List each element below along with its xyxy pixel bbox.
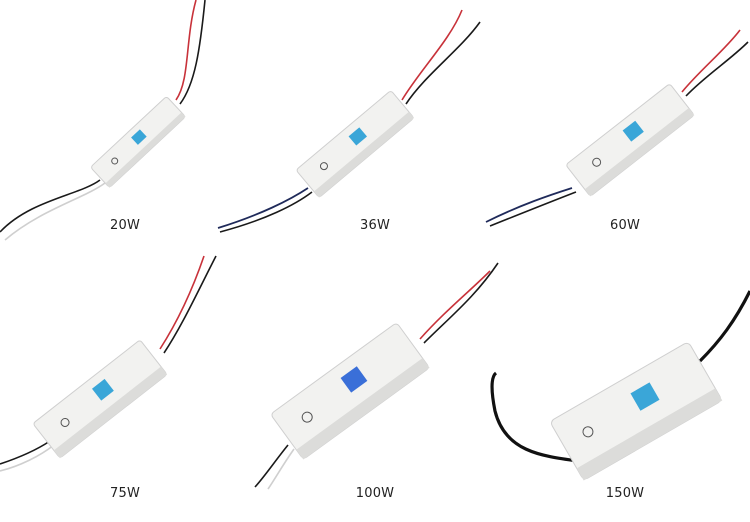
wattage-label: 100W xyxy=(355,486,395,501)
wattage-label: 20W xyxy=(110,218,140,233)
product-cell-60w: 60W xyxy=(485,0,750,261)
led-driver-36w-image xyxy=(217,9,481,233)
led-driver-100w-image xyxy=(254,262,499,490)
wattage-label: 150W xyxy=(605,486,645,501)
product-cell-150w: 150W xyxy=(490,261,750,522)
product-cell-75w: 75W xyxy=(0,255,250,522)
led-driver-60w-image xyxy=(485,29,749,227)
led-driver-75w-image xyxy=(0,255,217,472)
product-cell-100w: 100W xyxy=(250,261,500,522)
wattage-label: 75W xyxy=(110,486,140,501)
led-driver-150w-image xyxy=(490,290,750,481)
led-driver-20w-image xyxy=(0,0,206,241)
product-cell-36w: 36W xyxy=(217,0,500,261)
product-cell-20w: 20W xyxy=(0,0,250,261)
wattage-label: 60W xyxy=(610,218,640,233)
wattage-label: 36W xyxy=(360,218,390,233)
